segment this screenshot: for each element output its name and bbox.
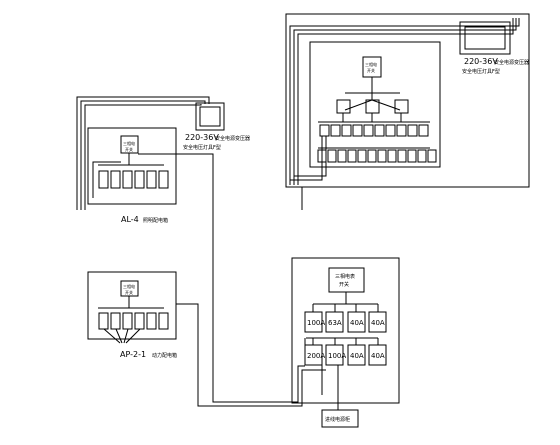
ap21-label: AP-2-1 <box>120 350 146 359</box>
feeder-ap21 <box>176 303 326 407</box>
top-right-switch-sub: 开关 <box>367 67 375 73</box>
breaker-rating: 200A <box>307 352 325 360</box>
al4-transformer <box>195 102 225 131</box>
main-switch-label: 三相电表 <box>335 273 355 280</box>
top-right-inner-panel <box>309 41 441 168</box>
top-right-switch-label: 三相电 <box>365 61 377 67</box>
main-switch-sub: 开关 <box>339 281 349 288</box>
top-right-transformer-note: 安全电压灯具F型 <box>462 68 500 75</box>
feeder-al4 <box>138 153 305 403</box>
al4-panel-frame <box>87 127 177 205</box>
ap21-switch-label: 三相电 <box>123 283 135 289</box>
top-right-transformer-sub: 安全电源变压器 <box>494 59 529 66</box>
al4-loop-wire-3 <box>84 104 202 210</box>
al4-transformer-sub: 安全电源变压器 <box>215 135 250 142</box>
top-right-breaker-row-1 <box>319 124 429 137</box>
ap21-switch-sub: 开关 <box>125 289 133 295</box>
al4-loop-wire-2 <box>80 100 206 210</box>
ap21-breaker-row <box>98 312 169 330</box>
top-right-breaker-row-2 <box>317 149 437 163</box>
top-right-loop-wire-3 <box>297 18 514 185</box>
breaker-rating: 100A <box>328 352 346 360</box>
top-right-main-switch <box>362 56 382 78</box>
top-right-panel-frame <box>285 13 530 188</box>
main-panel-frame <box>291 257 400 404</box>
al4-sub: 照明配电箱 <box>143 217 168 224</box>
breaker-rating: 40A <box>350 319 364 327</box>
ap21-sub: 动力配电箱 <box>152 352 177 359</box>
al4-switch-sub: 开关 <box>125 146 133 152</box>
ap21-panel-frame <box>87 271 177 340</box>
top-right-loop-wire-2 <box>293 18 517 185</box>
breaker-rating: 40A <box>350 352 364 360</box>
bottom-source-box <box>321 409 359 428</box>
al4-loop-wire-1 <box>76 96 210 210</box>
main-panel-switch <box>328 267 365 293</box>
al4-transformer-voltage: 220-36V <box>185 133 219 142</box>
top-right-loop-wire-1 <box>289 18 520 185</box>
al4-label: AL-4 <box>121 215 139 224</box>
breaker-rating: 63A <box>328 319 342 327</box>
al4-breaker-row <box>98 170 169 189</box>
al4-switch-label: 三相电 <box>123 140 135 146</box>
bottom-source-label: 进线电源柜 <box>325 416 350 423</box>
top-right-transformer-voltage: 220-36V <box>464 57 498 66</box>
top-right-transformer <box>459 21 511 55</box>
al4-transformer-note: 安全电压灯具F型 <box>183 144 221 151</box>
breaker-rating: 40A <box>371 319 385 327</box>
breaker-rating: 40A <box>371 352 385 360</box>
breaker-rating: 100A <box>307 319 325 327</box>
